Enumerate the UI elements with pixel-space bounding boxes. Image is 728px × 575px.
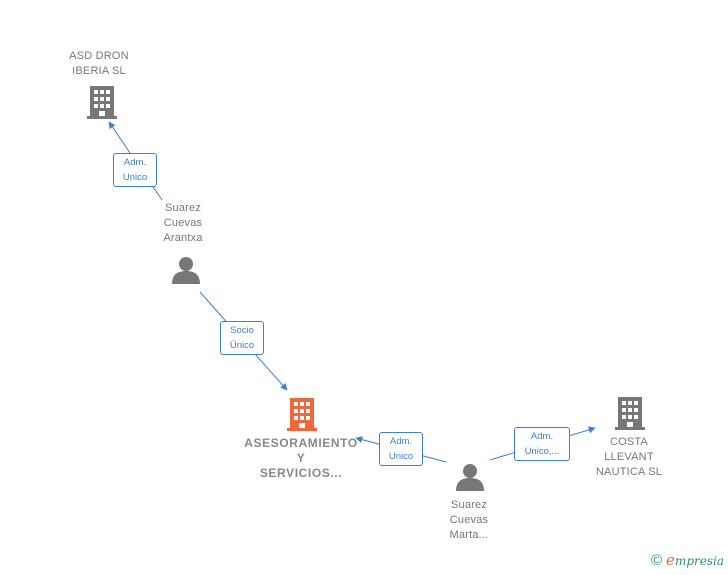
label-line: Cuevas — [449, 514, 489, 526]
label-line: Suarez — [450, 499, 488, 511]
edge-label-line: Socio — [230, 325, 254, 336]
label-line: COSTA — [609, 436, 649, 448]
label-line: Cuevas — [163, 217, 203, 229]
company-label-asesoramiento[interactable]: ASESORAMIENTO Y SERVICIOS... — [236, 436, 366, 481]
label-line: NAUTICA SL — [595, 466, 663, 478]
company-label-costa[interactable]: COSTA LLEVANT NAUTICA SL — [584, 435, 674, 480]
company-label-asd[interactable]: ASD DRON IBERIA SL — [54, 49, 144, 79]
edge-label-line: Adm. — [123, 157, 147, 168]
brand-logo[interactable]: empresia — [666, 551, 724, 569]
label-line: LLEVANT — [604, 451, 654, 463]
label-line: Arantxa — [163, 232, 203, 244]
edge-label-line: Adm. — [530, 431, 554, 442]
brand-name: mpresia — [674, 554, 724, 568]
label-line: Suarez — [164, 202, 202, 214]
edge-label-adm-unico[interactable]: Adm. Unico — [379, 432, 423, 466]
label-line: ASD DRON — [69, 50, 129, 62]
edge-label-adm-unico[interactable]: Adm. Unico — [113, 153, 157, 187]
person-icon[interactable] — [171, 255, 201, 285]
brand-footer: © empresia — [651, 551, 724, 569]
person-icon[interactable] — [455, 462, 485, 492]
edge-label-line: Adm. — [389, 436, 413, 447]
edge-label-line: Unico — [388, 451, 414, 462]
building-icon[interactable] — [286, 396, 318, 432]
brand-initial: e — [666, 551, 675, 569]
label-line: ASESORAMIENTO — [244, 436, 358, 450]
edge-label-socio-unico[interactable]: Socio Único — [220, 321, 264, 355]
edge-label-line: Unico,... — [524, 446, 560, 457]
copyright-icon: © — [650, 551, 663, 569]
label-line: SERVICIOS... — [259, 466, 343, 480]
person-label-arantxa[interactable]: Suarez Cuevas Arantxa — [140, 201, 226, 246]
edge-label-line: Único — [229, 340, 255, 351]
edge-label-adm-unico-more[interactable]: Adm. Unico,... — [514, 427, 570, 461]
label-line: Marta... — [449, 529, 489, 541]
edge-label-line: Unico — [122, 172, 148, 183]
person-label-marta[interactable]: Suarez Cuevas Marta... — [426, 498, 512, 543]
label-line: Y — [296, 451, 306, 465]
building-icon[interactable] — [614, 395, 646, 431]
building-icon[interactable] — [86, 84, 118, 120]
label-line: IBERIA SL — [72, 65, 126, 77]
